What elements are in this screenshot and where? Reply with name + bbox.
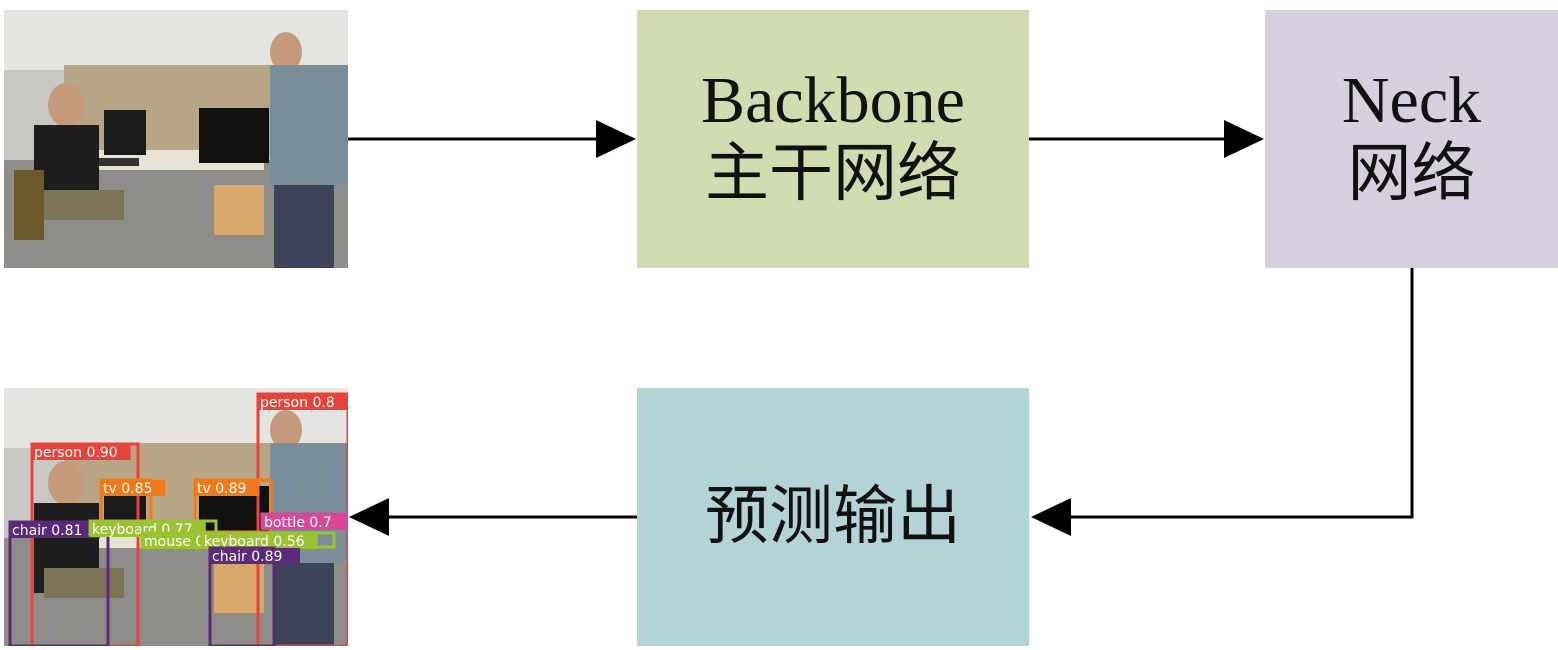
prediction-box: 预测输出 — [637, 388, 1029, 646]
neck-title: Neck — [1341, 64, 1482, 137]
detection-0: person 0.8 — [256, 392, 348, 646]
detection-label: chair 0.89 — [212, 549, 282, 565]
detection-label-bg — [202, 533, 318, 549]
detection-label-bg — [262, 514, 348, 530]
input-image — [4, 10, 348, 268]
detection-label: tv 0.85 — [103, 481, 152, 497]
detection-5: chair 0.81 — [8, 520, 110, 646]
arrow-neck-to-prediction — [1068, 268, 1414, 519]
backbone-box: Backbone 主干网络 — [637, 10, 1029, 268]
neck-box: Neck 网络 — [1265, 10, 1558, 268]
backbone-title: Backbone — [701, 64, 965, 137]
arrowhead-prediction — [1031, 498, 1071, 536]
detection-9: chair 0.89 — [208, 546, 300, 646]
detection-4: bottle 0.7 — [260, 512, 348, 531]
detection-2: tv 0.85 — [99, 478, 166, 532]
detection-label-bg — [258, 394, 348, 410]
detection-label: tv 0.89 — [197, 481, 246, 497]
detection-label: chair 0.81 — [12, 523, 82, 539]
detection-label: keyboard 0.56 — [204, 534, 305, 550]
output-image: person 0.8 person 0.90 tv 0.85 tv 0.89 bottl… — [4, 388, 348, 646]
detection-label-bg — [101, 480, 166, 496]
detection-label-bg — [210, 548, 300, 564]
detection-1: person 0.90 — [30, 442, 140, 646]
backbone-subtitle: 主干网络 — [705, 137, 961, 211]
arrowhead-neck — [1224, 120, 1264, 158]
arrowhead-output — [349, 498, 389, 536]
detection-label: person 0.90 — [34, 445, 118, 461]
detection-label-bg — [195, 480, 260, 496]
neck-subtitle: 网络 — [1347, 137, 1476, 211]
detection-label: bottle 0.7 — [264, 515, 332, 531]
detection-label: person 0.8 — [260, 395, 335, 411]
arrowhead-backbone — [596, 120, 636, 158]
detection-label-bg — [10, 522, 100, 538]
prediction-label: 预测输出 — [705, 480, 961, 554]
detection-label-bg — [32, 444, 131, 460]
